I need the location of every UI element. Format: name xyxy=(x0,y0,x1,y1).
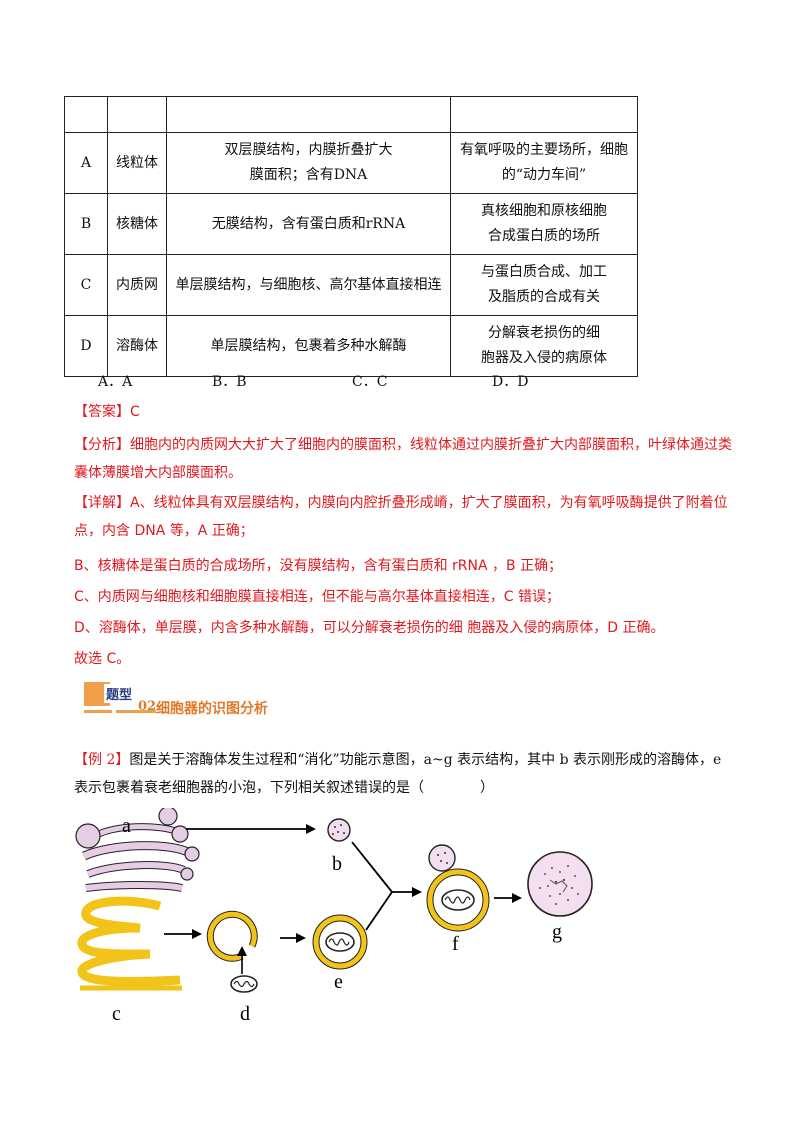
detail-c: C、内质网与细胞核和细胞膜直接相连，但不能与高尔基体直接相连，C 错误； xyxy=(74,589,560,605)
fusion-f xyxy=(426,844,490,932)
label-e: e xyxy=(334,971,343,993)
table-row: A 线粒体 双层膜结构，内膜折叠扩大膜面积；含有DNA 有氧呼吸的主要场所，细胞… xyxy=(64,132,638,194)
detail-a: 【详解】A、线粒体具有双层膜结构，内膜向内腔折叠形成嵴，扩大了膜面积，为有氧呼吸… xyxy=(74,495,728,539)
divider xyxy=(116,710,156,713)
label-f: f xyxy=(452,933,459,955)
mitochondrion-d xyxy=(230,975,258,993)
question-label: 【例 2】 xyxy=(74,752,130,768)
row-letter: B xyxy=(64,193,108,255)
table-row: B 核糖体 无膜结构，含有蛋白质和rRNA 真核细胞和原核细胞合成蛋白质的场所 xyxy=(64,193,638,255)
golgi-apparatus xyxy=(75,808,200,892)
row-function: 有氧呼吸的主要场所，细胞的“动力车间” xyxy=(450,132,638,194)
new-lysosome xyxy=(327,818,351,842)
row-structure: 单层膜结构，与细胞核、高尔基体直接相连 xyxy=(166,254,451,316)
row-structure: 双层膜结构，内膜折叠扩大膜面积；含有DNA xyxy=(166,132,451,194)
section-number: 02 xyxy=(138,699,157,714)
label-g: g xyxy=(552,921,562,943)
option-b[interactable]: B．B xyxy=(212,374,247,390)
table-header-row xyxy=(64,96,638,133)
detail-b: B、核糖体是蛋白质的合成场所，没有膜结构，含有蛋白质和 rRNA ，B 正确； xyxy=(74,558,563,574)
arrow xyxy=(351,841,393,893)
row-structure: 单层膜结构，包裹着多种水解酶 xyxy=(166,315,451,377)
row-letter: C xyxy=(64,254,108,316)
option-c[interactable]: C．C xyxy=(352,374,388,390)
row-function: 真核细胞和原核细胞合成蛋白质的场所 xyxy=(450,193,638,255)
header-cell xyxy=(64,96,108,133)
autophagosome-e xyxy=(312,914,368,970)
question-text: 【例 2】图是关于溶酶体发生过程和“消化”功能示意图，a~g 表示结构，其中 b… xyxy=(74,746,734,802)
section-title: 细胞器的识图分析 xyxy=(156,701,268,717)
answer-options: A．A B．B C．C D．D xyxy=(0,371,800,393)
table-row: D 溶酶体 单层膜结构，包裹着多种水解酶 分解衰老损伤的细胞器及入侵的病原体 xyxy=(64,315,638,377)
question-body: 图是关于溶酶体发生过程和“消化”功能示意图，a~g 表示结构，其中 b 表示刚形… xyxy=(74,752,722,796)
lysosome-diagram: a b c d e xyxy=(75,808,593,1025)
section-tag: 题型 xyxy=(104,684,135,703)
row-letter: D xyxy=(64,315,108,377)
organelle-table: A 线粒体 双层膜结构，内膜折叠扩大膜面积；含有DNA 有氧呼吸的主要场所，细胞… xyxy=(64,96,638,377)
header-cell xyxy=(450,96,638,133)
row-function: 分解衰老损伤的细胞器及入侵的病原体 xyxy=(450,315,638,377)
divider xyxy=(84,710,112,713)
endoplasmic-reticulum xyxy=(77,896,182,991)
row-organelle: 溶酶体 xyxy=(107,315,167,377)
section-heading: 题型 02 细胞器的识图分析 xyxy=(80,680,380,720)
option-a[interactable]: A．A xyxy=(98,374,133,390)
analysis-text: 【分析】细胞内的内质网大大扩大了细胞内的膜面积，线粒体通过内膜折叠扩大内部膜面积… xyxy=(74,437,732,481)
row-organelle: 内质网 xyxy=(107,254,167,316)
row-structure: 无膜结构，含有蛋白质和rRNA xyxy=(166,193,451,255)
row-organelle: 核糖体 xyxy=(107,193,167,255)
label-d: d xyxy=(240,1003,250,1025)
table-row: C 内质网 单层膜结构，与细胞核、高尔基体直接相连 与蛋白质合成、加工及脂质的合… xyxy=(64,254,638,316)
row-organelle: 线粒体 xyxy=(107,132,167,194)
digesting-lysosome-g xyxy=(527,851,593,917)
label-b: b xyxy=(332,853,342,875)
arrow xyxy=(365,891,393,931)
option-d[interactable]: D．D xyxy=(492,374,529,390)
label-a: a xyxy=(122,815,131,837)
header-cell xyxy=(166,96,451,133)
header-cell xyxy=(107,96,167,133)
detail-d: D、溶酶体，单层膜，内含多种水解酶，可以分解衰老损伤的细 胞器及入侵的病原体，D… xyxy=(74,620,665,636)
row-function: 与蛋白质合成、加工及脂质的合成有关 xyxy=(450,254,638,316)
answer-line: 【答案】C xyxy=(74,404,140,420)
row-letter: A xyxy=(64,132,108,194)
conclusion: 故选 C。 xyxy=(74,651,131,667)
label-c: c xyxy=(112,1003,121,1025)
